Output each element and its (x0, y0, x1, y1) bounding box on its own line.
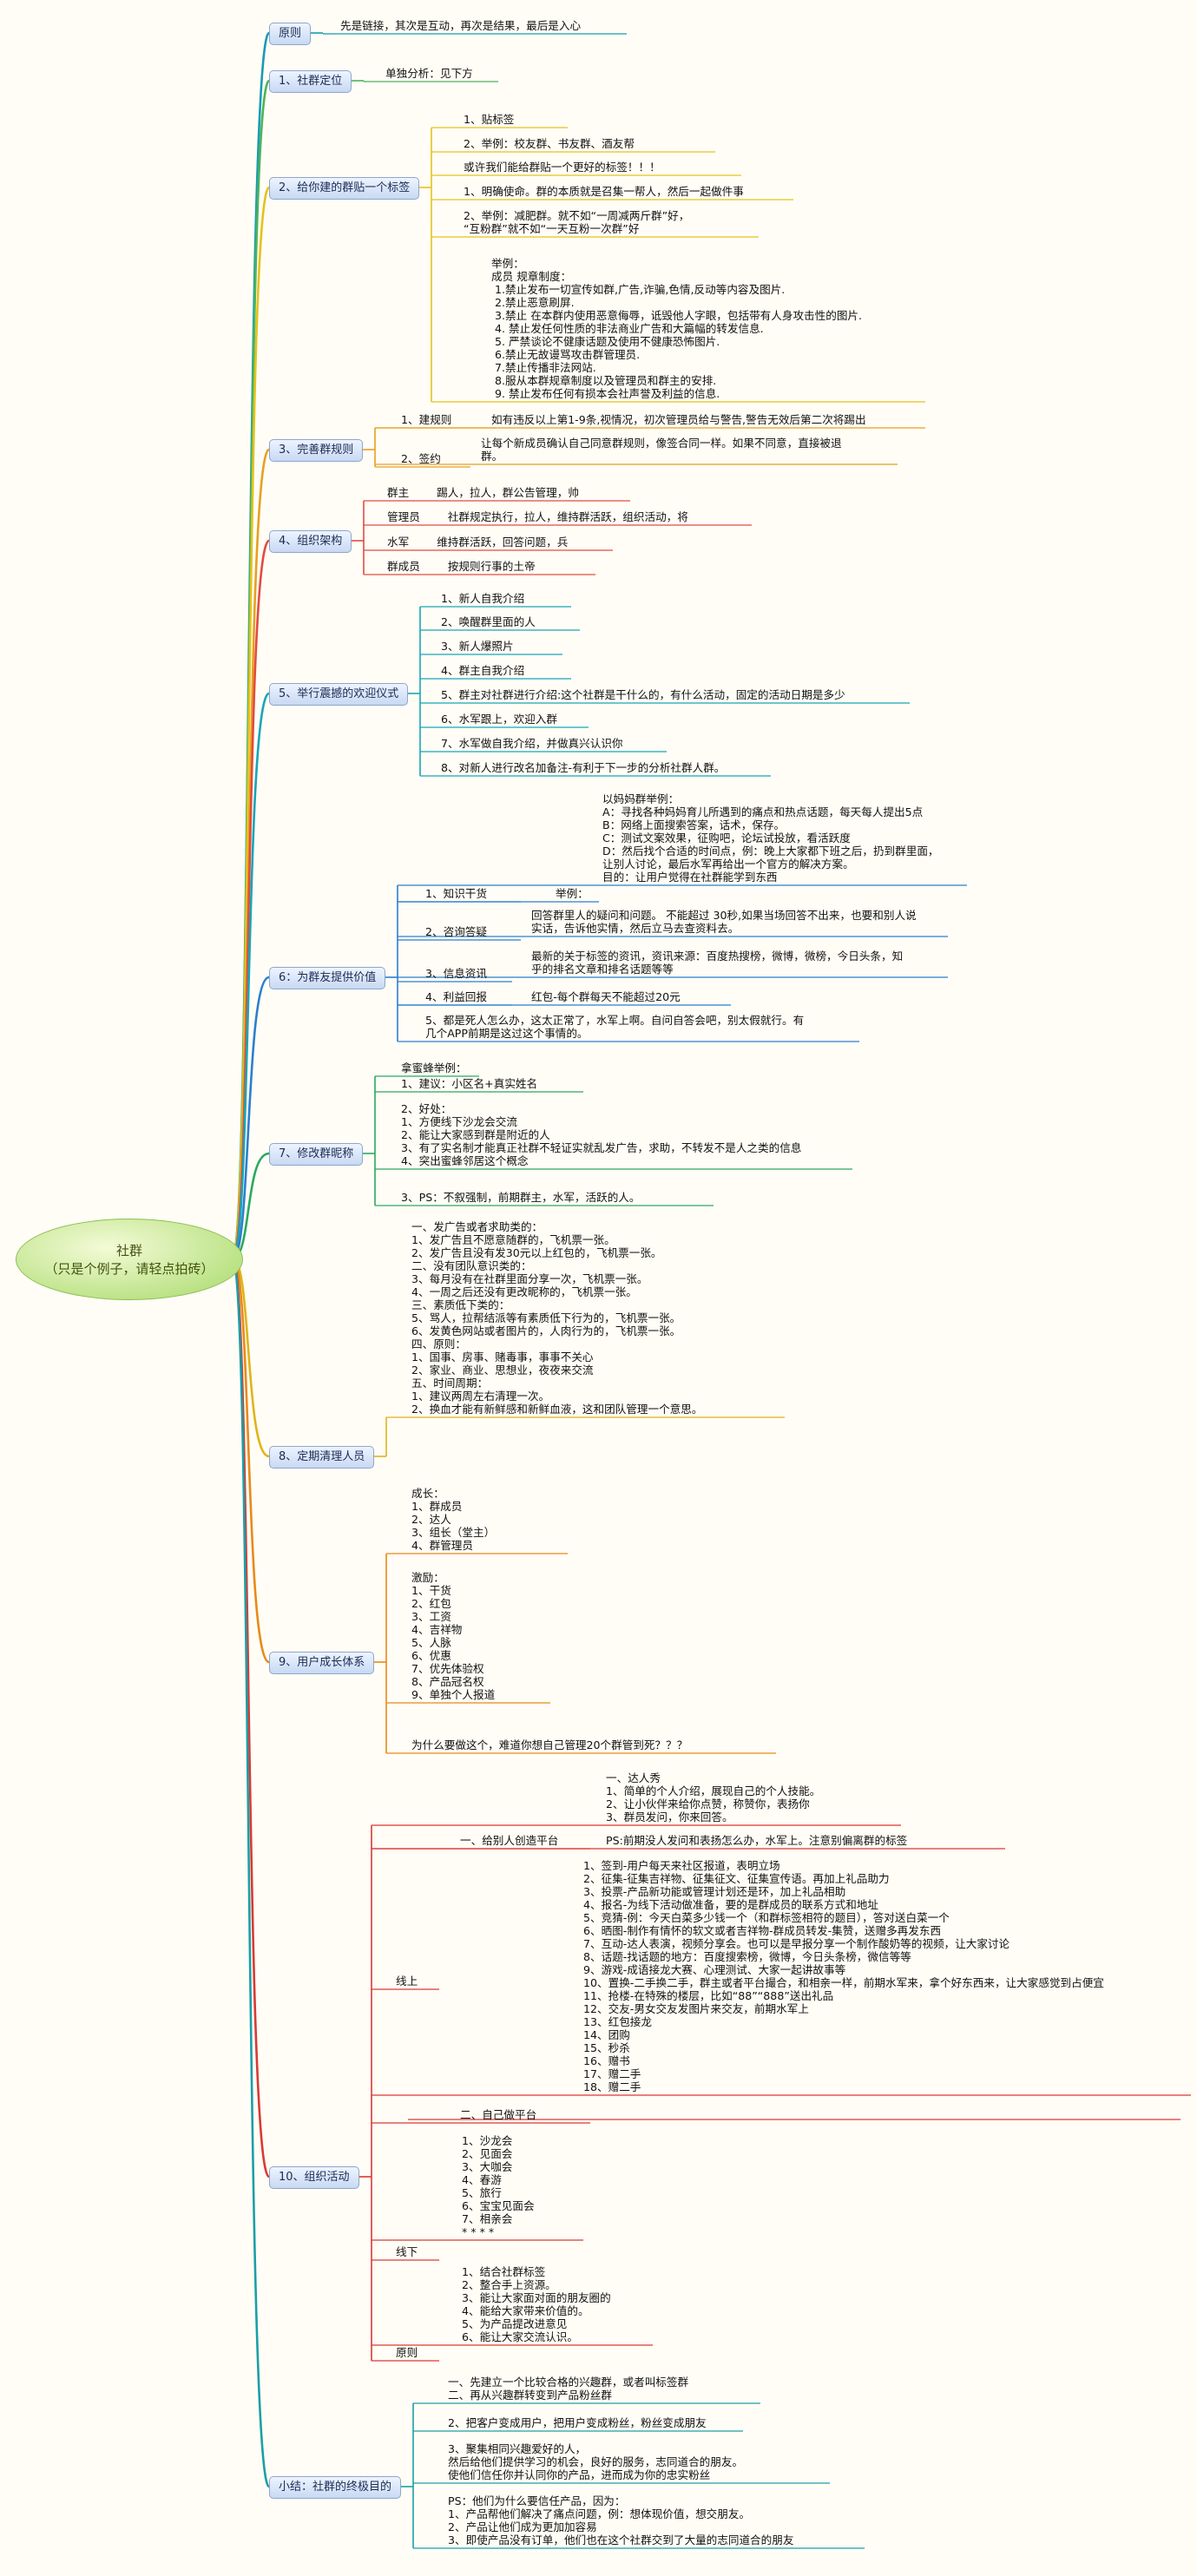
map-node[interactable]: 3、聚集相同兴趣爱好的人， 然后给他们提供学习的机会，良好的服务，志同道合的朋友… (448, 2442, 744, 2481)
branch-b8[interactable]: 8、定期清理人员 (269, 1446, 375, 1469)
map-node[interactable]: 1、贴标签 (464, 113, 515, 126)
map-node[interactable]: 为什么要做这个，难道你想自己管理20个群管到死？？？ (411, 1738, 688, 1751)
map-node[interactable]: 管理员 社群规定执行，拉人，维持群活跃，组织活动，将 (387, 510, 688, 523)
map-node[interactable]: 5、都是死人怎么办，这太正常了，水军上啊。自问自答会吧，别太假就行。有 几个AP… (425, 1014, 805, 1040)
map-node[interactable]: 3、新人爆照片 (441, 640, 514, 653)
branch-b6[interactable]: 6：为群友提供价值 (269, 967, 386, 989)
map-node[interactable]: 或许我们能给群贴一个更好的标签！！！ (464, 161, 661, 174)
map-node[interactable]: 以妈妈群举例： A：寻找各种妈妈育儿所遇到的痛点和热点话题，每天每人提出5点 B… (602, 792, 939, 884)
map-node[interactable]: 2、签约 (401, 452, 441, 465)
map-node[interactable]: 1、建议：小区名+真实姓名 (401, 1077, 538, 1090)
map-node[interactable]: 群成员 按规则行事的土帝 (387, 560, 536, 573)
map-node[interactable]: 6、水军跟上，欢迎入群 (441, 713, 557, 726)
map-node[interactable]: 举例： 成员 规章制度： 1.禁止发布一切宣传如群,广告,诈骗,色情,反动等内容… (491, 257, 863, 400)
trunk-curve (231, 692, 271, 1260)
branch-b7[interactable]: 7、修改群昵称 (269, 1143, 364, 1166)
map-node[interactable]: 群主 踢人，拉人，群公告管理，帅 (387, 486, 579, 499)
map-node[interactable]: 一、达人秀 1、简单的个人介绍，展现自己的个人技能。 2、让小伙伴来给你点赞，称… (606, 1771, 821, 1824)
map-node[interactable]: 4、群主自我介绍 (441, 664, 525, 677)
map-node[interactable]: 最新的关于标签的资讯，资讯来源：百度热搜榜，微博，微榜，今日头条，知 乎的排名文… (531, 950, 904, 976)
map-node[interactable]: 激励： 1、干货 2、红包 3、工资 4、吉祥物 5、人脉 6、优惠 7、优先体… (411, 1571, 496, 1701)
map-node[interactable]: 成长： 1、群成员 2、达人 3、组长（堂主） 4、群管理员 (411, 1487, 496, 1552)
map-node[interactable]: PS：他们为什么要信任产品，因为： 1、产品帮他们解决了痛点问题，例：想体现价值… (448, 2494, 794, 2546)
map-node[interactable]: 4、利益回报 (425, 990, 487, 1003)
root-node[interactable]: 社群 （只是个例子，请轻点拍砖） (16, 1219, 243, 1300)
map-node[interactable]: 7、水军做自我介绍，并做真兴认识你 (441, 737, 623, 750)
map-node[interactable]: 1、建规则 (401, 413, 452, 426)
map-node[interactable]: 3、PS：不叙强制，前期群主，水军，活跃的人。 (401, 1191, 641, 1204)
map-node[interactable]: 5、群主对社群进行介绍:这个社群是干什么的，有什么活动，固定的活动日期是多少 (441, 688, 845, 701)
map-node[interactable]: 2、举例：校友群、书友群、酒友帮 (464, 137, 635, 150)
branch-b5[interactable]: 5、举行震撼的欢迎仪式 (269, 683, 409, 706)
branch-b1[interactable]: 1、社群定位 (269, 70, 352, 93)
map-node[interactable]: 2、好处： 1、方便线下沙龙会交流 2、能让大家感到群是附近的人 3、有了实名制… (401, 1102, 802, 1167)
map-node[interactable]: 单独分析：见下方 (385, 67, 473, 80)
map-node[interactable]: 一、发广告或者求助类的： 1、发广告且不愿意随群的，飞机票一张。 2、发广告且没… (411, 1220, 703, 1416)
branch-b2[interactable]: 2、给你建的群贴一个标签 (269, 177, 420, 200)
map-node[interactable]: 2、唤醒群里面的人 (441, 615, 536, 628)
branch-b0[interactable]: 原则 (269, 23, 312, 45)
map-node[interactable]: 8、对新人进行改名加备注-有利于下一步的分析社群人群。 (441, 761, 726, 774)
trunk-curve (231, 976, 270, 1260)
map-node[interactable]: 2、把客户变成用户，把用户变成粉丝，粉丝变成朋友 (448, 2416, 707, 2429)
trunk-curve (231, 1257, 271, 2488)
map-node[interactable]: 二、自己做平台 (460, 2108, 537, 2121)
map-node[interactable]: 水军 维持群活跃，回答问题，兵 (387, 536, 569, 549)
map-node[interactable]: 举例： (556, 887, 589, 900)
map-node[interactable]: 一、先建立一个比较合格的兴趣群，或者叫标签群 二、再从兴趣群转变到产品粉丝群 (448, 2376, 689, 2402)
branch-b3[interactable]: 3、完善群规则 (269, 439, 364, 462)
map-node[interactable]: 2、举例：减肥群。就不如“一周减两斤群”好， “互粉群”就不如“一天互粉一次群”… (464, 209, 690, 235)
map-node[interactable]: 如有违反以上第1-9条,视情况，初次管理员给与警告,警告无效后第二次将踢出 (491, 413, 866, 426)
branch-b11[interactable]: 小结：社群的终极目的 (269, 2476, 402, 2499)
map-node[interactable]: 1、明确使命。群的本质就是召集一帮人，然后一起做件事 (464, 185, 744, 198)
map-node[interactable]: 1、沙龙会 2、见面会 3、大咖会 4、春游 5、旅行 6、宝宝见面会 7、相亲… (462, 2134, 535, 2238)
map-node[interactable]: PS:前期没人发问和表扬怎么办，水军上。注意别偏离群的标签 (606, 1834, 908, 1847)
map-node[interactable]: 回答群里人的疑问和问题。 不能超过 30秒,如果当场回答不出来，也要和别人说 实… (531, 909, 917, 935)
trunk-curve (231, 1257, 270, 1664)
map-node[interactable]: 1、新人自我介绍 (441, 592, 525, 605)
branch-b4[interactable]: 4、组织架构 (269, 530, 352, 553)
map-node[interactable]: 1、签到-用户每天来社区报道，表明立场 2、征集-征集吉祥物、征集征文、征集宣传… (583, 1859, 1104, 2093)
map-node[interactable]: 线下 (396, 2245, 418, 2258)
map-node[interactable]: 3、信息资讯 (425, 967, 487, 980)
root-title: 社群 (115, 1243, 142, 1258)
map-node[interactable]: 2、咨询答疑 (425, 925, 487, 938)
map-node[interactable]: 1、知识干货 (425, 887, 487, 900)
root-subtitle: （只是个例子，请轻点拍砖） (44, 1261, 214, 1277)
map-node[interactable]: 红包-每个群每天不能超过20元 (531, 990, 681, 1003)
map-node[interactable]: 一、给别人创造平台 (460, 1834, 559, 1847)
map-node[interactable]: 先是链接，其次是互动，再次是结果，最后是入心 (340, 19, 582, 32)
branch-b9[interactable]: 9、用户成长体系 (269, 1652, 375, 1674)
map-node[interactable]: 1、结合社群标签 2、整合手上资源。 3、能让大家面对面的朋友圈的 4、能给大家… (462, 2265, 611, 2343)
map-node[interactable]: 原则 (396, 2346, 418, 2359)
map-node[interactable]: 拿蜜蜂举例： (401, 1061, 467, 1074)
map-node[interactable]: 线上 (396, 1975, 418, 1988)
branch-b10[interactable]: 10、组织活动 (269, 2166, 359, 2189)
map-node[interactable]: 让每个新成员确认自己同意群规则，像签合同一样。如果不同意，直接被退 群。 (481, 437, 842, 463)
